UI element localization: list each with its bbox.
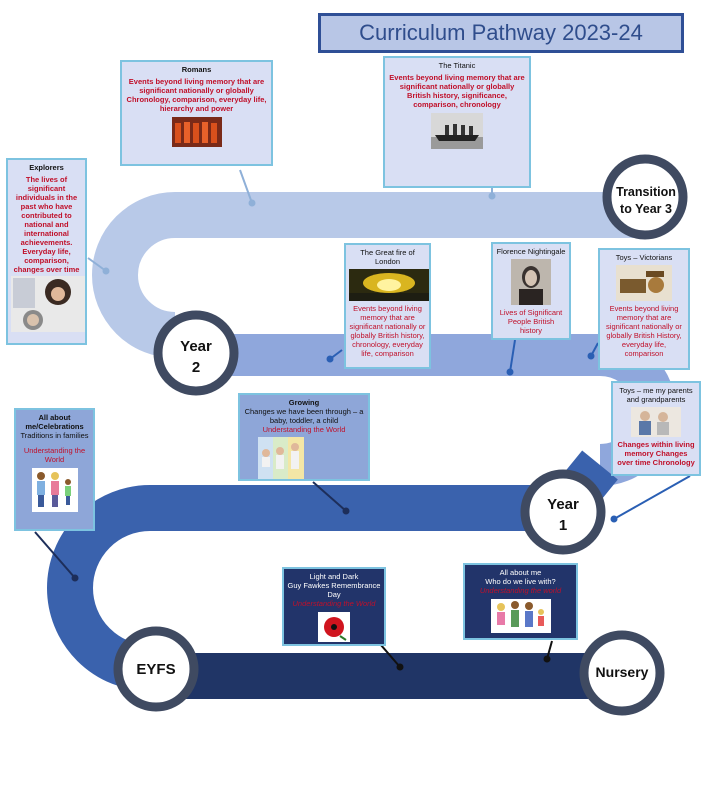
people-photo xyxy=(631,407,681,437)
family-icon xyxy=(31,468,78,512)
topic-body: Understanding the World xyxy=(292,599,376,608)
page-title: Curriculum Pathway 2023-24 xyxy=(318,13,684,53)
connector-dot xyxy=(342,507,350,515)
connector-dot xyxy=(506,368,514,376)
topic-subtitle: Traditions in families xyxy=(20,431,89,440)
stage-label-transition: Transition to Year 3 xyxy=(616,185,676,216)
topic-subtitle: Who do we live with? xyxy=(485,577,556,586)
topic-title: All about me/Celebrations xyxy=(25,413,84,431)
topic-body: The lives of significant individuals in … xyxy=(13,175,80,274)
connector-dot xyxy=(396,663,404,671)
topic-body: Understanding the world xyxy=(479,586,562,595)
topic-card-growing: Growing Changes we have been through – a… xyxy=(238,393,370,481)
topic-subtitle: Guy Fawkes Remembrance Day xyxy=(287,581,381,599)
connector-dot xyxy=(610,515,618,523)
stage-ring-year2 xyxy=(153,310,239,396)
topic-body: Understanding the World xyxy=(262,425,346,434)
fire-photo xyxy=(349,269,429,301)
topic-title: Light and Dark xyxy=(309,572,359,581)
topic-body: Lives of Significant People British hist… xyxy=(499,308,563,335)
poppy-icon xyxy=(318,612,350,642)
soldiers-photo xyxy=(171,117,222,147)
topic-body: Events beyond living memory that are sig… xyxy=(606,304,682,358)
stage-ring-nursery xyxy=(579,630,665,716)
topic-body: Events beyond living memory that are sig… xyxy=(126,77,267,113)
connector-dot xyxy=(71,574,79,582)
connector-dot xyxy=(488,192,496,200)
topic-card-explorers: Explorers The lives of significant indiv… xyxy=(6,158,87,345)
connector-line xyxy=(239,169,253,204)
stage-ring-year1 xyxy=(520,469,606,555)
connector-line xyxy=(509,339,516,373)
ship-photo xyxy=(431,113,483,149)
topic-title: Toys – Victorians xyxy=(615,253,673,262)
babies-photo xyxy=(258,437,304,479)
topic-card-celebrations: All about me/Celebrations Traditions in … xyxy=(14,408,95,531)
portrait-photo xyxy=(511,259,551,305)
topic-card-all-about-me: All about me Who do we live with? Unders… xyxy=(463,563,578,640)
astronaut-photo xyxy=(11,276,85,332)
topic-title: Growing xyxy=(288,398,320,407)
topic-card-toys-parents: Toys – me my parents and grandparents Ch… xyxy=(611,381,701,476)
stage-label-eyfs: EYFS xyxy=(136,661,176,678)
connector-line xyxy=(312,481,347,512)
topic-card-great-fire: The Great fire of London Events beyond l… xyxy=(344,243,431,369)
stage-ring-transition xyxy=(602,154,688,240)
topic-body: Changes within living memory Changes ove… xyxy=(617,440,695,467)
topic-title: Toys – me my parents and grandparents xyxy=(619,386,693,404)
connector-line xyxy=(34,531,76,579)
topic-body: Events beyond living memory that are sig… xyxy=(389,73,525,109)
connector-dot xyxy=(587,352,595,360)
topic-title: Romans xyxy=(181,65,212,74)
connector-dot xyxy=(543,655,551,663)
topic-title: Explorers xyxy=(29,163,64,172)
topic-card-florence: Florence Nightingale Lives of Significan… xyxy=(491,242,571,340)
connector-dot xyxy=(102,267,110,275)
topic-title: Florence Nightingale xyxy=(496,247,566,256)
connector-line xyxy=(613,475,691,520)
topic-title: The Great fire of London xyxy=(360,248,415,266)
family-icon xyxy=(490,599,551,633)
stage-label-year1: Year 1 xyxy=(547,496,579,534)
connector-dot xyxy=(326,355,334,363)
topic-card-titanic: The Titanic Events beyond living memory … xyxy=(383,56,531,188)
topic-title: The Titanic xyxy=(438,61,476,70)
connector-dot xyxy=(248,199,256,207)
toys-photo xyxy=(616,265,672,301)
stage-label-year2: Year 2 xyxy=(180,338,212,376)
connector-line xyxy=(87,257,107,272)
topic-body: Understanding the World xyxy=(23,446,86,464)
path-segment-year1 xyxy=(47,450,618,691)
stage-ring-eyfs xyxy=(113,626,199,712)
topic-body: Events beyond living memory that are sig… xyxy=(349,304,426,358)
topic-subtitle: Changes we have been through – a baby, t… xyxy=(244,407,364,425)
stage-label-nursery: Nursery xyxy=(595,664,649,680)
topic-card-toys-victorians: Toys – Victorians Events beyond living m… xyxy=(598,248,690,370)
path-segment-year3 xyxy=(92,192,640,358)
topic-card-romans: Romans Events beyond living memory that … xyxy=(120,60,273,166)
topic-card-light-dark: Light and Dark Guy Fawkes Remembrance Da… xyxy=(282,567,386,646)
topic-title: All about me xyxy=(499,568,542,577)
